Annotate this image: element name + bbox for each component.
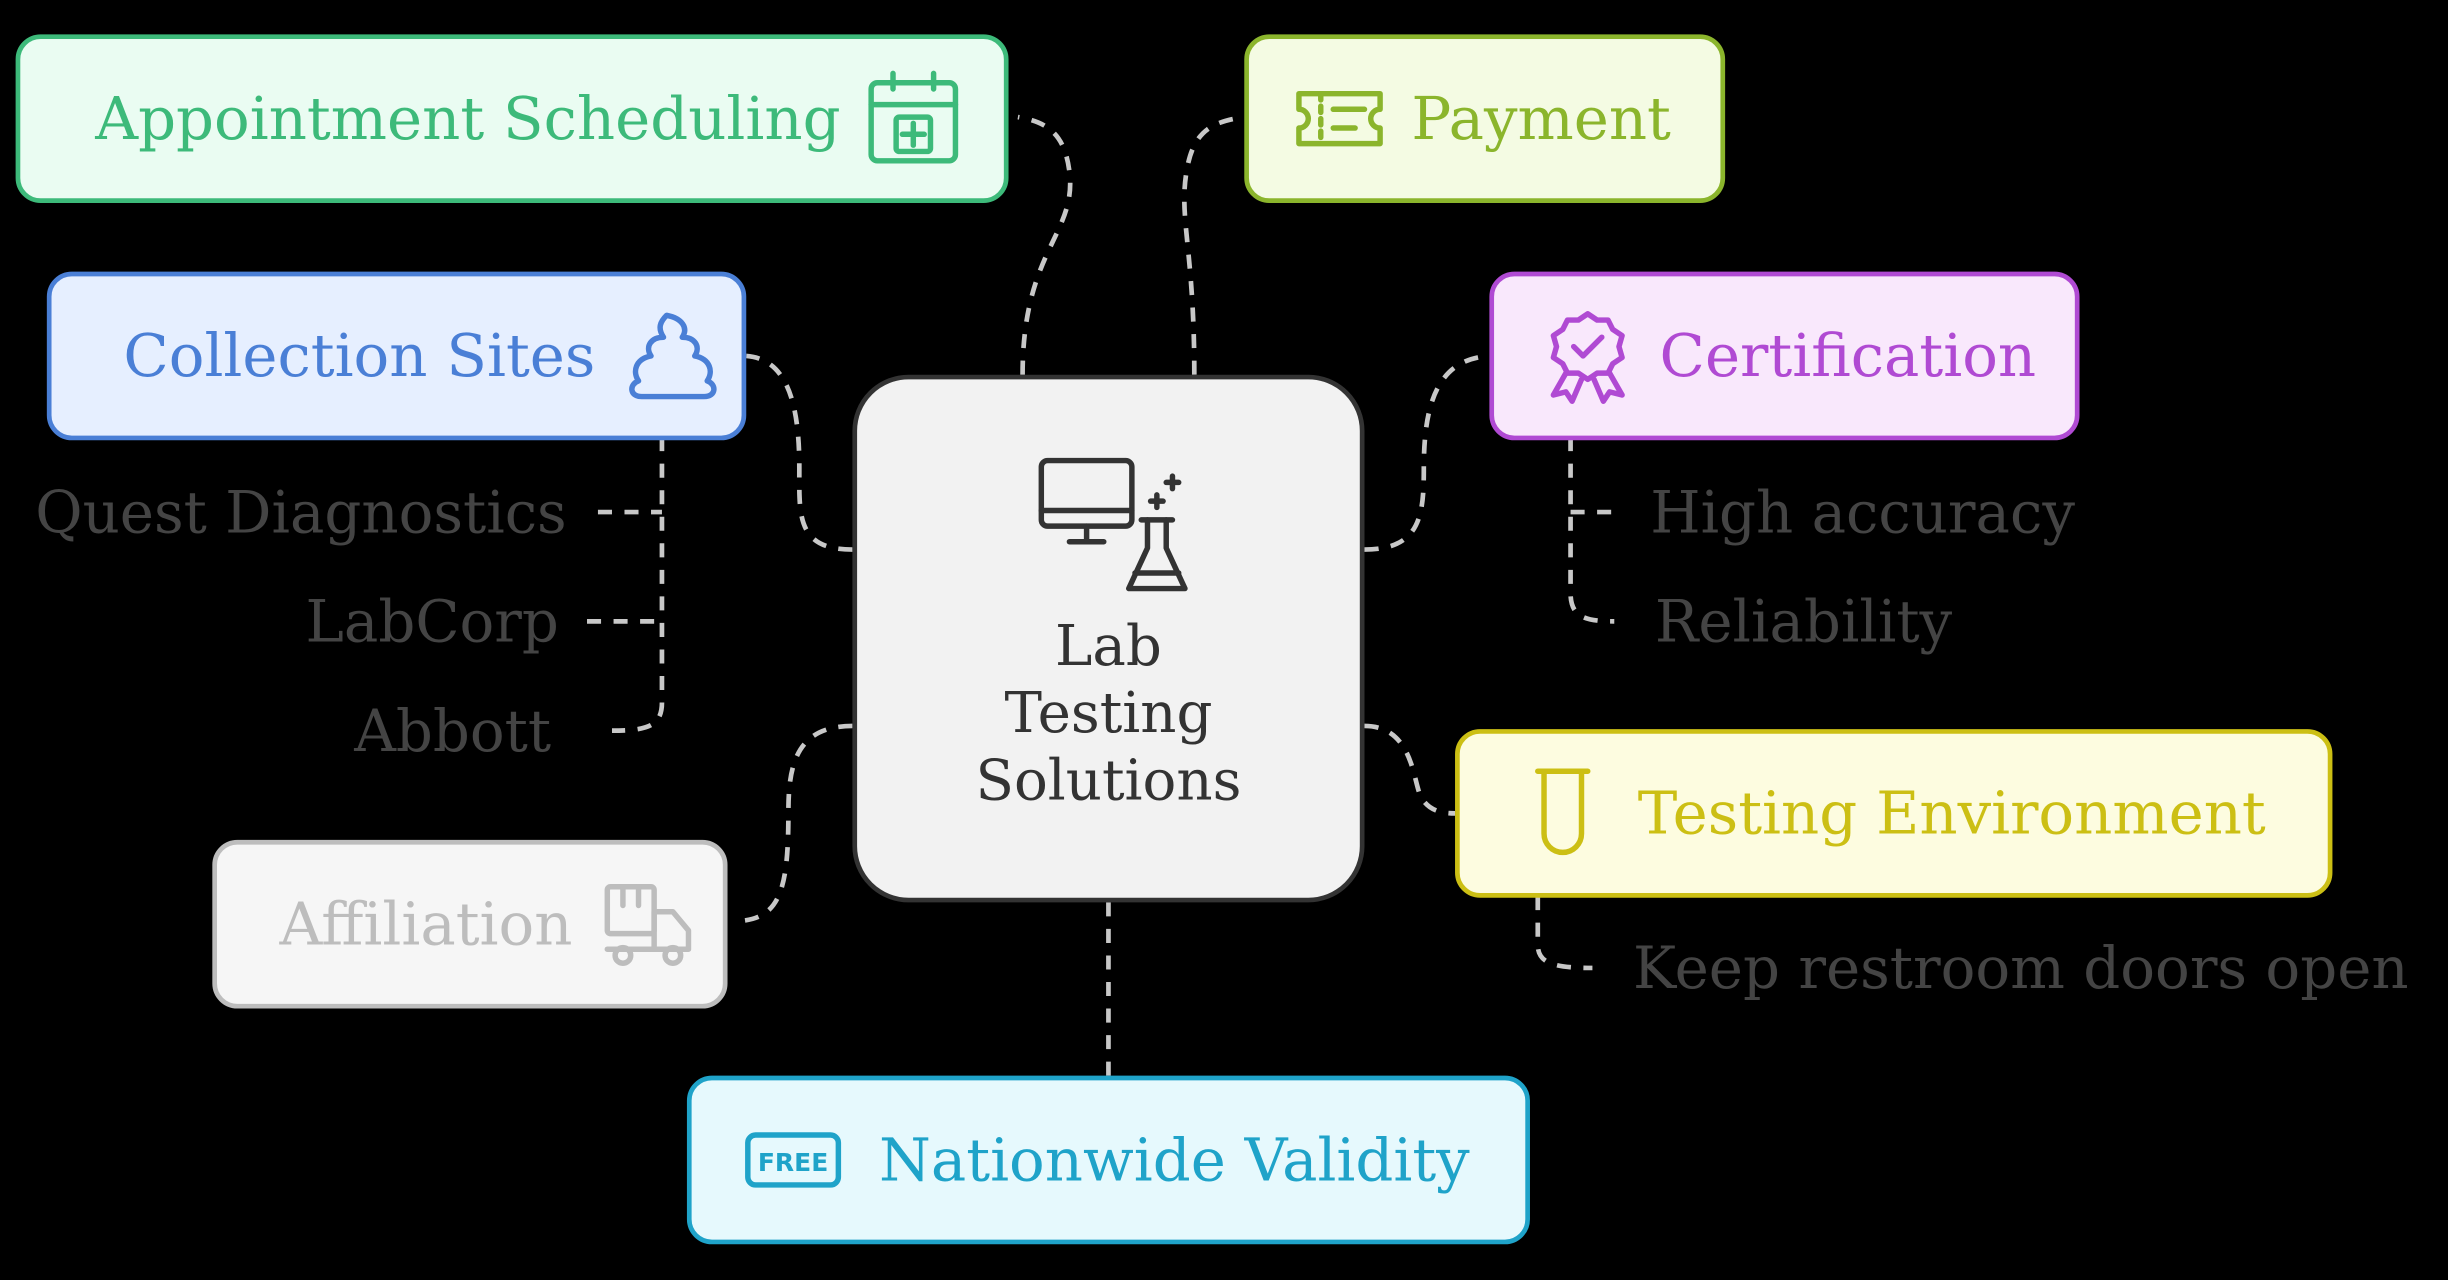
leaf-high-accuracy: High accuracy	[1650, 479, 2075, 547]
link-testing-env	[1364, 723, 1456, 816]
center-title: Lab Testing Solutions	[857, 614, 1360, 815]
link-collection-leaves	[611, 437, 665, 733]
node-label: Nationwide Validity	[878, 1125, 1470, 1195]
node-label: Testing Environment	[1637, 779, 2266, 848]
link-payment	[1181, 114, 1245, 375]
link-certification-leaves	[1568, 437, 1615, 624]
leaf-keep-restroom-doors-open: Keep restroom doors open	[1633, 935, 2409, 1003]
node-label: Appointment Scheduling	[95, 84, 841, 153]
leaf-reliability: Reliability	[1654, 588, 1953, 656]
node-label: Certification	[1659, 321, 2037, 391]
link-collection	[746, 353, 853, 552]
computer-flask-icon	[1038, 457, 1188, 592]
leaf-labcorp: LabCorp	[305, 588, 559, 656]
calendar-plus-icon	[869, 70, 959, 164]
svg-text:FREE: FREE	[758, 1148, 828, 1177]
link-certification	[1364, 353, 1490, 552]
node-payment[interactable]: Payment	[1244, 34, 1726, 203]
free-icon: FREE	[745, 1132, 842, 1188]
award-icon	[1550, 311, 1625, 404]
leaf-abbott: Abbott	[354, 697, 552, 765]
forklift-icon	[604, 884, 691, 966]
ticket-icon	[1296, 90, 1383, 147]
center-title-line-2: Testing	[1004, 682, 1213, 747]
node-appointment-scheduling[interactable]: Appointment Scheduling	[15, 34, 1009, 203]
leaf-quest-diagnostics: Quest Diagnostics	[35, 479, 567, 547]
center-title-line-3: Solutions	[975, 749, 1242, 814]
node-nationwide-validity[interactable]: FREE Nationwide Validity	[686, 1075, 1530, 1245]
node-certification[interactable]: Certification	[1489, 271, 2080, 441]
test-tube-icon	[1535, 768, 1591, 856]
node-affiliation[interactable]: Affiliation	[212, 839, 728, 1009]
poop-icon	[629, 312, 718, 400]
center-title-line-1: Lab	[1055, 615, 1162, 680]
link-testing-env-leaves	[1535, 896, 1593, 971]
node-collection-sites[interactable]: Collection Sites	[46, 271, 747, 441]
link-affiliation	[733, 723, 853, 924]
node-testing-environment[interactable]: Testing Environment	[1455, 729, 2333, 898]
node-label: Collection Sites	[123, 321, 596, 391]
node-label: Affiliation	[279, 889, 573, 959]
center-node: Lab Testing Solutions	[852, 374, 1365, 903]
node-label: Payment	[1411, 84, 1671, 153]
link-appointment	[1017, 114, 1073, 375]
